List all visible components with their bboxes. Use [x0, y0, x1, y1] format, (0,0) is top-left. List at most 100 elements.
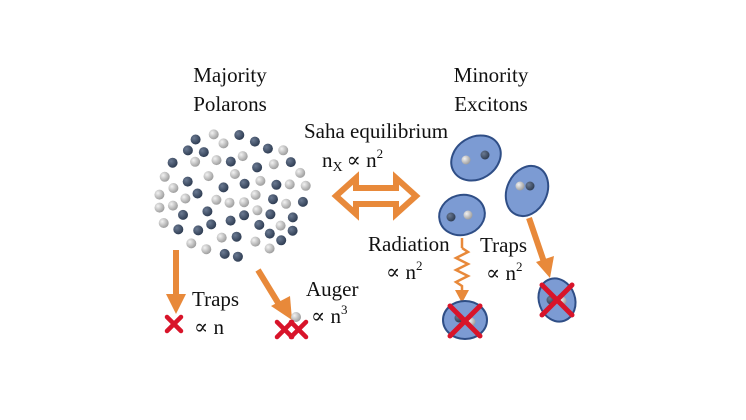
exciton-radiated	[442, 300, 488, 340]
traps-left-arrow	[166, 250, 186, 314]
auger-rel: ∝ n	[311, 304, 341, 328]
traps-right-relation: ∝ n2	[486, 259, 522, 285]
auger-arrow	[255, 268, 292, 320]
polaron-dot-dark	[218, 182, 229, 193]
polaron-dot-dark	[234, 130, 245, 140]
arrowhead-icon	[536, 256, 554, 278]
polaron-dot-dark	[231, 231, 242, 242]
polaron-dot-light	[278, 145, 289, 156]
polaron-dot-light	[255, 175, 266, 186]
polaron-dot-light	[158, 218, 169, 228]
polaron-dot-light	[154, 189, 165, 200]
polaron-dot-light	[268, 159, 279, 170]
polaron-dot-light	[275, 220, 286, 231]
auger-title: Auger	[306, 277, 358, 301]
polaron-dot-light	[203, 171, 214, 182]
polaron-dot-dark	[239, 210, 250, 221]
polaron-dot-dark	[173, 224, 184, 235]
polaron-dot-light	[190, 156, 201, 167]
polaron-dot-light	[284, 179, 295, 190]
polaron-dot-light	[168, 183, 179, 193]
polaron-dot-light	[281, 198, 292, 209]
traps-right-rel: ∝ n	[486, 261, 516, 285]
polaron-dot-dark	[297, 196, 308, 207]
polaron-dot-dark	[287, 212, 298, 223]
saha-nx: nX ∝ n2	[322, 146, 383, 175]
exciton-top	[450, 134, 502, 182]
polaron-dot-light	[186, 238, 197, 249]
exciton-trapped	[537, 277, 577, 323]
exciton-right	[504, 164, 550, 218]
polaron-dot-light	[211, 155, 222, 166]
polaron-dot-light	[250, 236, 261, 247]
polaron-dot-light	[300, 180, 311, 191]
auger-carrier	[291, 312, 301, 322]
saha-title: Saha equilibrium	[304, 119, 448, 143]
polaron-cluster	[154, 129, 311, 262]
polaron-dot-light	[224, 197, 235, 208]
auger-exponent: 3	[341, 302, 348, 317]
polaron-dot-dark	[182, 145, 193, 156]
polaron-dot-dark	[202, 206, 213, 217]
polaron-dot-light	[237, 151, 248, 162]
polaron-dot-dark	[254, 219, 265, 230]
polaron-dot-dark	[190, 134, 201, 145]
polaron-dot-dark	[167, 157, 178, 168]
polaron-dot-dark	[206, 219, 217, 230]
polaron-dot-dark	[182, 176, 193, 187]
saha-relation: nX ∝ n2	[322, 146, 383, 175]
arrowhead-icon	[455, 290, 469, 303]
polaron-dot-dark	[178, 209, 188, 220]
cross-icon	[539, 282, 575, 318]
saha-prop: ∝ n	[347, 148, 377, 172]
polaron-dot-light	[250, 189, 261, 200]
saha-subscript: X	[333, 160, 343, 175]
double-arrow-icon	[331, 171, 421, 221]
polaron-dot-dark	[225, 156, 236, 167]
polaron-dot-light	[295, 167, 306, 178]
polaron-dot-light	[218, 138, 229, 149]
polaron-dot-light	[252, 205, 263, 216]
polaron-dot-dark	[239, 178, 250, 189]
polaron-dot-dark	[264, 228, 275, 239]
polaron-dot-dark	[198, 147, 209, 158]
polaron-dot-dark	[232, 251, 243, 262]
polaron-dot-dark	[285, 157, 296, 168]
polaron-dot-dark	[265, 209, 276, 220]
excitons-label: Excitons	[454, 92, 528, 116]
cross-icon	[447, 303, 483, 339]
polaron-dot-light	[239, 197, 250, 208]
traps-left-relation: ∝ n	[194, 315, 224, 339]
radiation-exponent: 2	[416, 258, 423, 273]
polaron-dot-dark	[268, 194, 278, 205]
radiation-title: Radiation	[368, 232, 450, 256]
polaron-dot-dark	[276, 235, 287, 246]
majority-label: Majority	[193, 63, 267, 87]
traps-right-title: Traps	[480, 233, 527, 257]
traps-right-exponent: 2	[516, 259, 523, 274]
polaron-dot-dark	[252, 162, 263, 173]
saha-n: n	[322, 148, 333, 172]
polaron-dot-light	[211, 194, 222, 205]
exciton-middle	[438, 193, 486, 237]
polaron-dot-light	[167, 200, 178, 211]
polaron-dot-light	[216, 232, 227, 243]
polarons-label: Polarons	[193, 92, 267, 116]
polaron-dot-light	[208, 129, 219, 140]
traps-right-arrow	[526, 217, 554, 278]
polaron-dot-dark	[225, 215, 236, 226]
saha-exponent: 2	[377, 146, 384, 161]
polaron-dot-dark	[192, 188, 203, 199]
polaron-dot-dark	[271, 179, 282, 190]
polaron-dot-dark	[249, 136, 260, 147]
polaron-dot-dark	[193, 225, 204, 236]
auger-relation: ∝ n3	[311, 302, 347, 328]
polaron-dot-light	[159, 171, 170, 182]
double-cross-icon	[274, 319, 309, 340]
minority-label: Minority	[454, 63, 529, 87]
radiation-arrow	[453, 238, 471, 303]
radiation-rel: ∝ n	[386, 260, 416, 284]
arrowhead-icon	[166, 294, 186, 314]
